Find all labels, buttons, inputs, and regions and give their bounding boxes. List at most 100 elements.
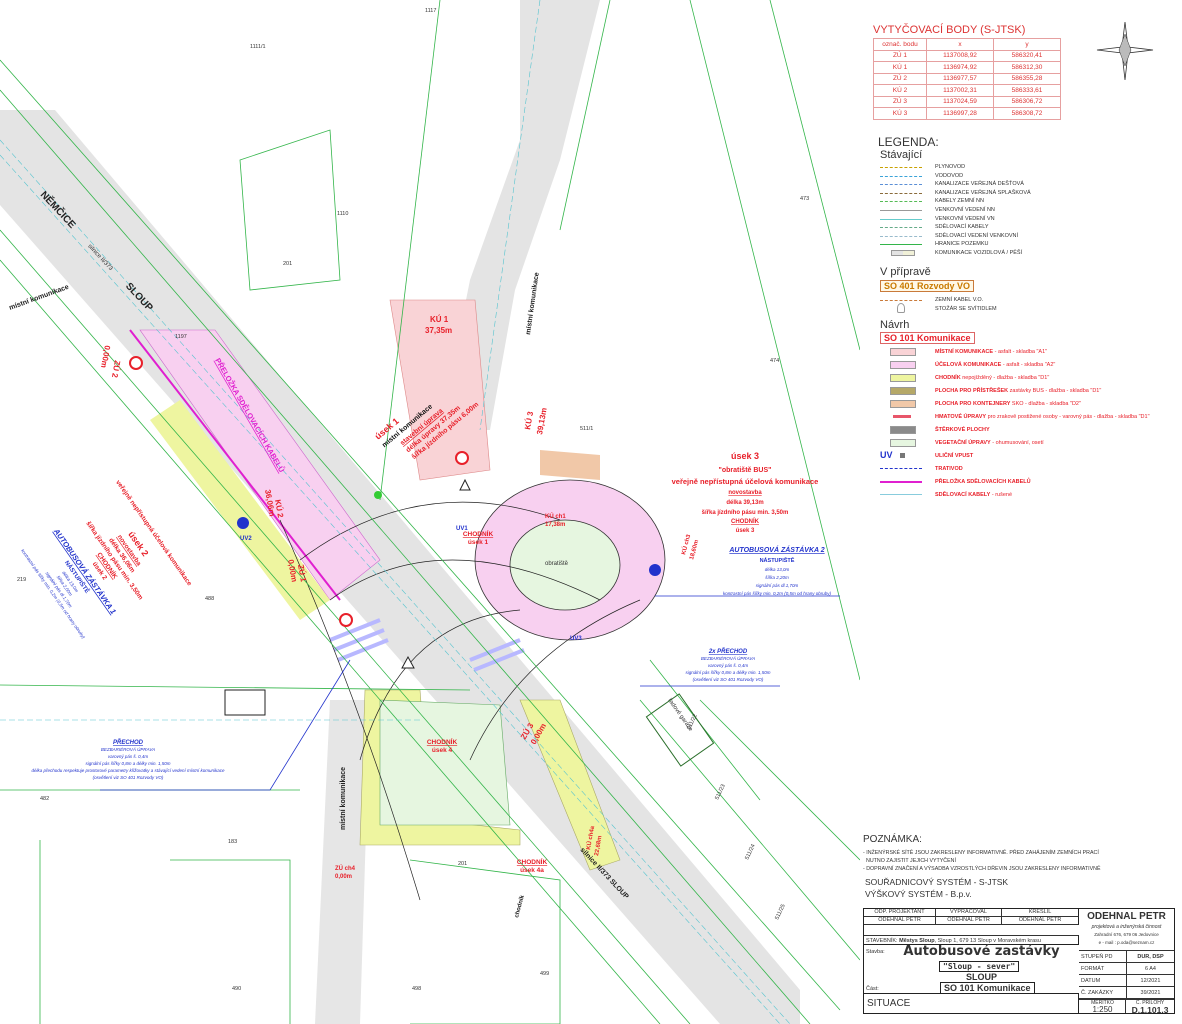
field-label: FORMÁT: [1081, 966, 1105, 972]
svg-text:1117: 1117: [425, 8, 436, 14]
svg-text:(osvětlení viz SO 401 Rozvody: (osvětlení viz SO 401 Rozvody VO): [693, 677, 764, 682]
inlet-square-icon: [900, 453, 905, 458]
investor-label: STAVEBNÍK:: [866, 938, 898, 944]
svg-text:511/23: 511/23: [714, 783, 726, 800]
svg-text:NÁSTUPIŠTĚ: NÁSTUPIŠTĚ: [760, 556, 795, 564]
svg-text:(osvětlení viz SO 401 Rozvody: (osvětlení viz SO 401 Rozvody VO): [93, 775, 164, 780]
garage-building: [224, 689, 266, 716]
cell: ZÚ 1: [873, 49, 927, 62]
title-block: ODP. PROJEKTANT VYPRACOVAL KRESLIL ODEHN…: [863, 908, 1175, 1015]
svg-text:AUTOBUSOVÁ ZÁSTÁVKA 2: AUTOBUSOVÁ ZÁSTÁVKA 2: [728, 545, 824, 554]
svg-text:511/24: 511/24: [744, 843, 756, 860]
project-title: Autobusové zastávky: [903, 944, 1060, 959]
lamp-icon: [374, 491, 382, 499]
cell: KÚ 2: [873, 84, 927, 97]
legend-item: SDĚLOVACÍ VEDENÍ VENKOVNÍ: [935, 232, 1019, 239]
bus-stop-2-label: AUTOBUSOVÁ ZÁSTÁVKA 2 NÁSTUPIŠTĚ délka 1…: [723, 545, 832, 596]
svg-text:ZÚ 2: ZÚ 2: [110, 360, 122, 379]
company-email: e - mail : p.oda@seznam.cz: [1098, 940, 1155, 945]
warning-sign-icon: [401, 655, 415, 669]
street-inlet-symbol: UV: [880, 450, 893, 460]
legend-item: TRATIVOD: [935, 466, 963, 472]
svg-text:482: 482: [40, 796, 49, 802]
legend-item-detail: zastávky BUS - dlažba - skladba "D1": [1008, 388, 1102, 394]
svg-text:KÚ ch4a: KÚ ch4a: [585, 825, 596, 851]
svg-text:KÚ 1: KÚ 1: [430, 315, 449, 324]
svg-text:úsek 4: úsek 4: [432, 747, 453, 754]
legend-swatch: [893, 415, 911, 418]
svg-text:511/22: 511/22: [686, 713, 698, 730]
no-parking-sign-icon: [455, 451, 469, 465]
coordinate-system: SOUŘADNICOVÝ SYSTÉM - S-JTSK: [865, 877, 1009, 887]
name-cell: ODEHNAL PETR: [1002, 917, 1079, 925]
legend-line-symbol: [880, 184, 922, 186]
svg-text:CHODNÍK: CHODNÍK: [731, 517, 760, 525]
cell: KÚ 1: [873, 61, 927, 74]
legend-item: HRANICE POZEMKU: [935, 241, 989, 248]
svg-text:UV1: UV1: [456, 526, 468, 532]
legend-swatch: [890, 400, 916, 408]
legend-swatch: [891, 250, 915, 256]
svg-text:473: 473: [800, 196, 809, 202]
container-area: [540, 450, 600, 480]
legend-planned-box: SO 401 Rozvody VO: [880, 280, 975, 292]
svg-text:CHODNÍK: CHODNÍK: [427, 737, 458, 746]
svg-text:201: 201: [283, 261, 292, 267]
legend-item-bold: MÍSTNÍ KOMUNIKACE: [935, 349, 994, 355]
legend-item: KANALIZACE VEŘEJNÁ SPLAŠKOVÁ: [935, 189, 1031, 196]
legend-item-bold: ÚČELOVÁ KOMUNIKACE: [935, 362, 1002, 368]
svg-text:kontrastní pás šířky min. 0,2m: kontrastní pás šířky min. 0,2m (0,5m od …: [723, 591, 832, 596]
svg-text:499: 499: [540, 971, 549, 977]
svg-text:signální pás šířky 0,8m a délk: signální pás šířky 0,8m a délky min. 1,5…: [685, 670, 770, 675]
annex-value: D.1.101.3: [1131, 1005, 1169, 1015]
legend-item: CHODNÍK nepojížděný - dlažba - skladba "…: [935, 375, 1049, 381]
field-value: DUR, DSP: [1126, 951, 1174, 963]
header-cell: x: [926, 38, 994, 51]
svg-text:CHODNÍK: CHODNÍK: [463, 529, 494, 538]
legend-item-bold: ULIČNÍ VPUST: [935, 453, 974, 459]
legend-line-symbol: [880, 227, 922, 229]
name-cell: ODEHNAL PETR: [936, 917, 1002, 925]
field-label: DATUM: [1081, 978, 1101, 984]
legend-planned-title: V přípravě: [880, 266, 931, 278]
legend-item: PLYNOVOD: [935, 164, 966, 170]
legend-swatch: [890, 374, 916, 382]
crossing2-label: 2x PŘECHOD BEZBARIÉROVÁ ÚPRAVA varovný p…: [685, 647, 770, 682]
coordinates-title: VYTYČOVACÍ BODY (S-JTSK): [873, 24, 1026, 36]
legend-item: VEGETAČNÍ ÚPRAVY - ohumusování, osetí: [935, 440, 1044, 446]
legend-title: LEGENDA:: [878, 135, 939, 149]
legend-line-symbol: [880, 210, 922, 211]
svg-text:22,68m: 22,68m: [594, 835, 603, 856]
scale-value: 1:250: [1092, 1005, 1113, 1014]
cell: 586308,72: [993, 107, 1061, 120]
svg-text:183: 183: [228, 839, 237, 845]
legend-item-bold: PŘELOŽKA SDĚLOVACÍCH KABELŮ: [935, 479, 1031, 485]
svg-text:219: 219: [17, 577, 26, 583]
legend-item: ULIČNÍ VPUST: [935, 453, 973, 459]
svg-text:signální pás dl.1,70m: signální pás dl.1,70m: [756, 583, 799, 588]
role-cell: ODP. PROJEKTANT: [864, 909, 936, 917]
legend-item-detail: - asfalt - skladba "A1": [993, 349, 1048, 355]
svg-text:KÚ 3: KÚ 3: [523, 410, 535, 430]
legend-line-symbol: [880, 244, 922, 246]
company-subtitle: projektová a inženýrská činnost: [1091, 924, 1162, 930]
no-parking-sign-icon: [339, 613, 353, 627]
svg-text:UV2: UV2: [240, 536, 252, 542]
scale-cell: MĚŘÍTKO 1:250: [1079, 999, 1126, 1014]
note-line: NUTNO ZAJISTIT JEJICH VYTYČENÍ: [866, 858, 956, 864]
legend-item: VENKOVNÍ VEDENÍ NN: [935, 207, 995, 213]
project-place: SLOUP: [965, 972, 997, 982]
cast-label: Část:: [866, 986, 879, 992]
svg-text:délka 39,13m: délka 39,13m: [726, 500, 763, 506]
svg-text:úsek 3: úsek 3: [736, 528, 755, 534]
legend-swatch: [890, 348, 916, 356]
legend-item: SDĚLOVACÍ KABELY - rušené: [935, 492, 1012, 498]
